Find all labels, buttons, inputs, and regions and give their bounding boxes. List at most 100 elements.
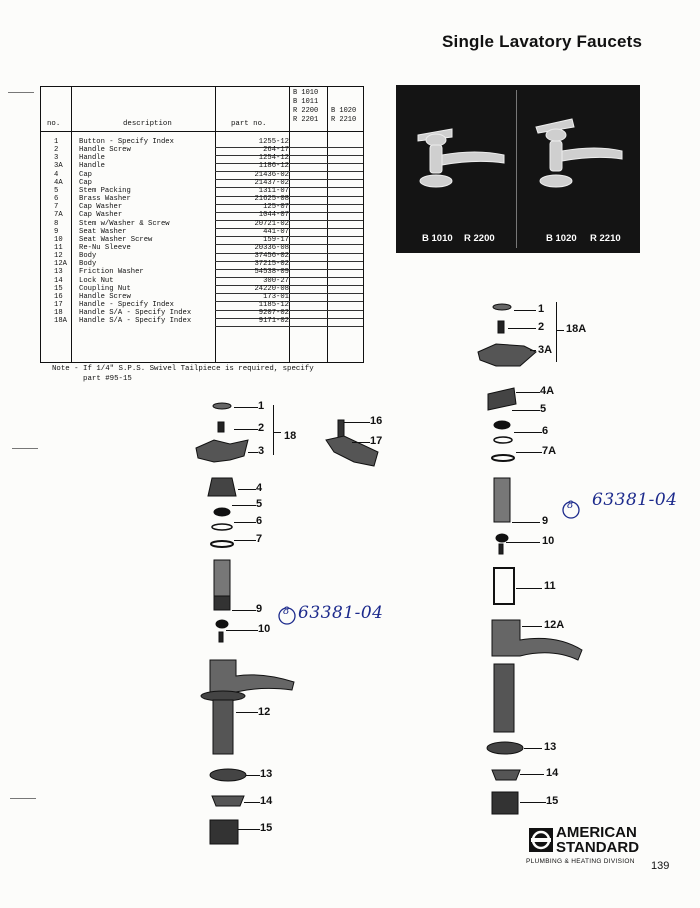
row-number: 18A [54,317,67,326]
row-part-number: 264-17 [263,146,289,155]
row-number: 9 [54,227,59,236]
margin-mark [8,92,34,93]
row-number: 7 [54,203,59,212]
row-part-number: 21437-02 [254,178,289,187]
row-description: Handle Screw [79,146,131,155]
model-col-2: B 1020 R 2210 [331,107,357,124]
row-number: 11 [54,243,63,252]
row-number: 18 [54,309,63,318]
row-part-number: 300-27 [263,276,289,285]
header-part-no: part no. [231,120,267,128]
row-part-number: 37456-02 [254,252,289,261]
caption-left-a: B 1010 [422,233,453,244]
row-part-number: 159-17 [263,235,289,244]
row-description: Handle [79,162,105,171]
row-description: Cap Washer [79,203,123,212]
row-description: Stem w/Washer & Screw [79,219,170,228]
row-part-number: 37215-02 [254,260,289,269]
row-part-number: 1311-07 [258,186,289,195]
row-part-number: 20721-02 [254,219,289,228]
table-row: 6 Brass Washer 21625-08 [41,195,363,204]
row-description: Lock Nut [79,276,114,285]
row-number: 10 [54,235,63,244]
caption-right-a: B 1020 [546,233,577,244]
table-row: 4A Cap 21437-02 [41,178,363,187]
row-part-number: 20336-08 [254,243,289,252]
row-description: Coupling Nut [79,284,131,293]
parts-table: no. description part no. B 1010 B 1011 R… [40,86,364,363]
row-number: 17 [54,301,63,309]
row-number: 1 [54,138,59,146]
row-part-number: 9171-02 [258,317,289,326]
row-part-number: 21436-02 [254,170,289,179]
page-title: Single Lavatory Faucets [442,32,643,51]
table-row: 16 Handle Screw 173-01 [41,292,363,301]
row-description: Cap [79,178,92,187]
caption-left-b: R 2200 [464,233,495,244]
row-number: 12A [54,260,67,269]
row-number: 3A [54,162,63,171]
row-part-number: 54538-09 [254,268,289,277]
table-row: 12A Body 37215-02 [41,260,363,269]
row-part-number: 21625-08 [254,195,289,204]
table-row: 17 Handle - Specify Index 1185-12 [41,301,363,309]
row-number: 4 [54,170,59,179]
row-number: 6 [54,195,59,204]
row-description: Cap [79,170,92,179]
row-number: 16 [54,292,63,301]
header-no: no. [47,120,61,128]
handwritten-part-right: 63381-04 [592,490,678,510]
table-row: 5 Stem Packing 1311-07 [41,186,363,195]
table-row: 4 Cap 21436-02 [41,170,363,179]
row-description: Handle [79,154,105,163]
row-description: Handle Screw [79,292,131,301]
product-photos: B 1010 R 2200 B 1020 R 2210 [396,85,640,253]
table-row: 18 Handle S/A - Specify Index 9207-02 [41,309,363,318]
model-col-1: B 1010 B 1011 R 2200 R 2201 [293,89,319,124]
row-description: Cap Washer [79,211,123,220]
row-description: Handle - Specify Index [79,301,174,309]
row-part-number: 1185-12 [258,301,289,309]
row-description: Body [79,260,97,269]
row-part-number: 173-01 [263,292,289,301]
row-part-number: 9207-02 [258,309,289,318]
handwritten-circle-8-right: 8 [567,500,574,511]
row-part-number: 1254-12 [258,154,289,163]
table-row: 13 Friction Washer 54538-09 [41,268,363,277]
row-part-number: 1186-12 [258,162,289,171]
row-number: 12 [54,252,63,261]
row-part-number: 1044-07 [258,211,289,220]
row-description: Brass Washer [79,195,131,204]
faucet-photo-illustration [417,118,623,188]
margin-mark [12,448,38,449]
row-number: 7A [54,211,63,220]
page-number: 139 [651,860,670,872]
row-description: Handle S/A - Specify Index [79,309,192,318]
table-row: 3A Handle 1186-12 [41,162,363,171]
table-row: 11 Re-Nu Sleeve 20336-08 [41,243,363,252]
row-number: 13 [54,268,63,277]
header-description: description [123,120,172,128]
row-part-number: 24220-08 [254,284,289,293]
row-number: 5 [54,186,59,195]
row-description: Stem Packing [79,186,131,195]
row-number: 4A [54,178,63,187]
table-note: Note - If 1/4" S.P.S. Swivel Tailpiece i… [52,365,314,383]
row-description: Button - Specify Index [79,138,174,146]
row-description: Seat Washer Screw [79,235,153,244]
handwritten-part-left: 63381-04 [298,603,384,623]
row-number: 2 [54,146,59,155]
row-description: Re-Nu Sleeve [79,243,131,252]
row-description: Friction Washer [79,268,144,277]
caption-right-b: R 2210 [590,233,621,244]
handwritten-circle-8-left: 8 [283,606,290,617]
table-row: 10 Seat Washer Screw 159-17 [41,235,363,244]
